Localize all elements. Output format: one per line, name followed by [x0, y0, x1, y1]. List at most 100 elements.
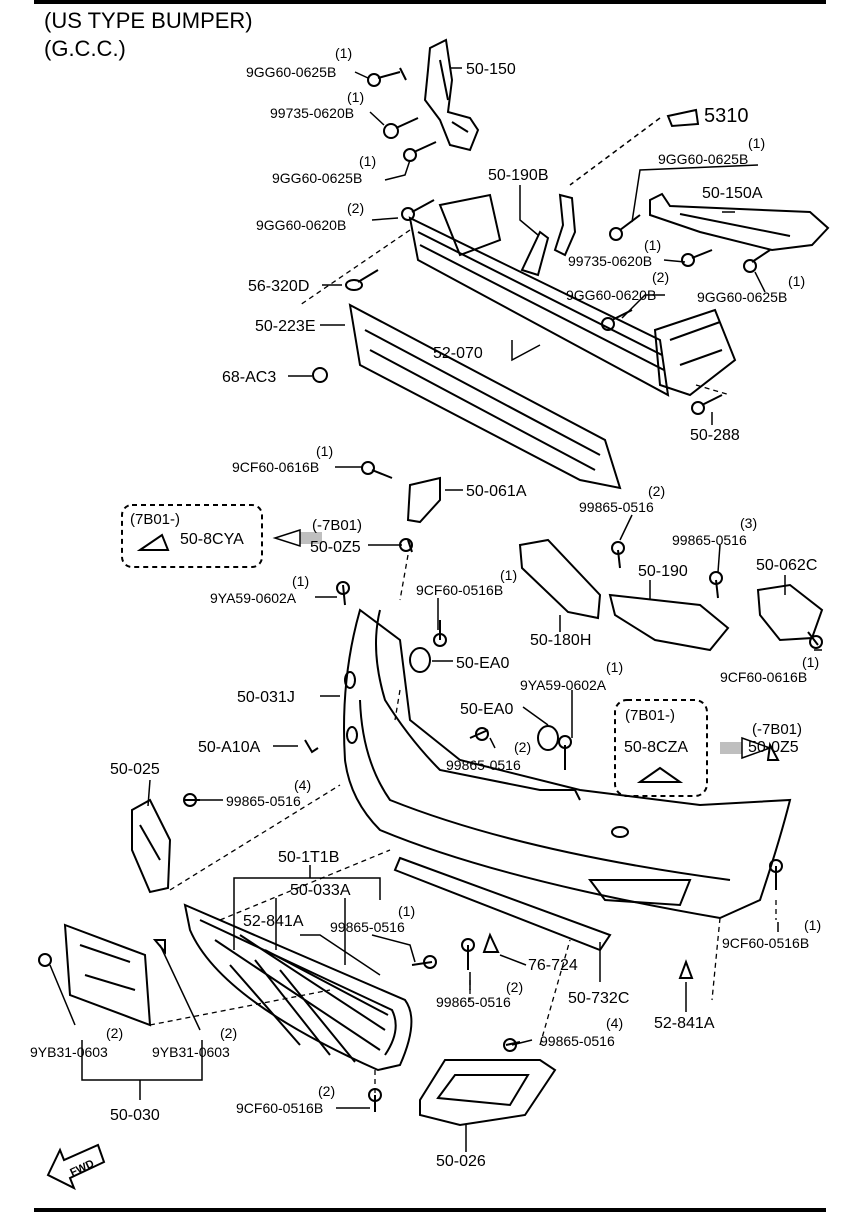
callout-50-a10a: 50-A10A: [198, 739, 261, 756]
svg-text:50-190: 50-190: [638, 563, 688, 580]
svg-text:99865-0516: 99865-0516: [446, 757, 521, 773]
callout-9gg60-0625b-mid: (1) 9GG60-0625B: [272, 153, 376, 186]
callout-9cf60-0516b-right: (1) 9CF60-0516B: [722, 917, 821, 951]
svg-text:9YA59-0602A: 9YA59-0602A: [520, 677, 607, 693]
callout-9cf60-0616b-top: (1) 9CF60-0616B: [232, 443, 333, 475]
svg-text:(4): (4): [294, 777, 311, 793]
callout-9gg60-0625b-lower-right: (1) 9GG60-0625B: [697, 273, 805, 305]
svg-text:(2): (2): [106, 1025, 123, 1041]
callout-50-030: 50-030: [110, 1107, 160, 1124]
bracket-50-180h-drawing: [518, 538, 602, 620]
svg-text:9GG60-0620B: 9GG60-0620B: [256, 217, 346, 233]
svg-text:50-030: 50-030: [110, 1107, 160, 1124]
bolt-icon: [433, 620, 447, 647]
callout-50-0z5-upper: 50-0Z5: [310, 539, 361, 556]
bolt-icon: [691, 394, 723, 415]
callout-52-841a-upper: 52-841A: [243, 913, 304, 930]
svg-text:99865-0516: 99865-0516: [330, 919, 405, 935]
bottom-rule: [34, 1208, 826, 1212]
svg-text:76-724: 76-724: [528, 957, 578, 974]
svg-text:52-841A: 52-841A: [654, 1015, 715, 1032]
svg-text:(1): (1): [748, 135, 765, 151]
svg-text:9YB31-0603: 9YB31-0603: [152, 1044, 230, 1060]
bolt-icon: [681, 249, 713, 267]
svg-text:50-A10A: 50-A10A: [198, 739, 261, 756]
supersede-arrow-upper: [272, 528, 322, 548]
callout-50-223e: 50-223E: [255, 318, 316, 335]
svg-text:50-0Z5: 50-0Z5: [748, 739, 799, 756]
callout-9yb31-0603-left: (2) 9YB31-0603: [30, 1025, 123, 1060]
variant-note-lower: (-7B01): [752, 721, 802, 738]
svg-text:9GG60-0625B: 9GG60-0625B: [697, 289, 787, 305]
grommet-icon: [409, 647, 431, 673]
svg-text:(2): (2): [347, 200, 364, 216]
bracket-50-150-drawing: [423, 38, 480, 152]
bolt-icon: [469, 727, 489, 741]
callout-5310: 5310: [704, 105, 749, 127]
bolt-icon: [558, 735, 572, 770]
callout-50-732c: 50-732C: [568, 990, 629, 1007]
bolt-icon: [609, 214, 641, 241]
bolt-icon: [503, 1038, 521, 1052]
svg-text:50-062C: 50-062C: [756, 557, 817, 574]
svg-text:(2): (2): [652, 269, 669, 285]
svg-text:99865-0516: 99865-0516: [672, 532, 747, 548]
svg-text:(1): (1): [500, 567, 517, 583]
callout-9cf60-0516b-bottom: (2) 9CF60-0516B: [236, 1083, 335, 1116]
callout-9cf60-0516b-mid: (1) 9CF60-0516B: [416, 567, 517, 598]
svg-text:99865-0516: 99865-0516: [226, 793, 301, 809]
callout-99735-0620b-top: (1) 99735-0620B: [270, 89, 364, 121]
callout-52-070: 52-070: [433, 345, 483, 362]
callout-50-031j: 50-031J: [237, 689, 295, 706]
svg-text:9CF60-0516B: 9CF60-0516B: [722, 935, 809, 951]
svg-text:50-150: 50-150: [466, 61, 516, 78]
callout-56-320d: 56-320D: [248, 278, 309, 295]
callout-99865-0516-3: (3) 99865-0516: [672, 515, 757, 548]
diagram-subtitle: (G.C.C.): [44, 36, 126, 61]
svg-text:(2): (2): [220, 1025, 237, 1041]
callout-99865-0516-2a: (2) 99865-0516: [579, 483, 665, 515]
bolt-icon: [383, 117, 419, 139]
bolt-icon: [743, 249, 771, 273]
svg-text:50-190B: 50-190B: [488, 167, 549, 184]
svg-text:(1): (1): [644, 237, 661, 253]
svg-text:9YA59-0602A: 9YA59-0602A: [210, 590, 297, 606]
svg-text:99735-0620B: 99735-0620B: [568, 253, 652, 269]
svg-text:(2): (2): [318, 1083, 335, 1099]
nut-icon: [312, 367, 328, 383]
callout-68-ac3: 68-AC3: [222, 369, 276, 386]
supersede-arrow-lower: [720, 736, 773, 760]
svg-text:50-026: 50-026: [436, 1153, 486, 1170]
svg-text:50-025: 50-025: [110, 761, 160, 778]
svg-text:99735-0620B: 99735-0620B: [270, 105, 354, 121]
svg-text:50-1T1B: 50-1T1B: [278, 849, 339, 866]
svg-text:(1): (1): [788, 273, 805, 289]
variant-note-upper: (-7B01): [312, 517, 362, 534]
svg-text:(1): (1): [804, 917, 821, 933]
svg-text:50-033A: 50-033A: [290, 882, 351, 899]
callout-50-061a: 50-061A: [466, 483, 527, 500]
callout-50-0z5-lower: 50-0Z5: [748, 739, 799, 756]
svg-text:(1): (1): [292, 573, 309, 589]
clip-icon: [678, 959, 694, 979]
fog-bezel-drawing: [419, 1059, 557, 1127]
clip-icon: [304, 739, 319, 754]
callout-99735-0620b-right: (1) 99735-0620B: [568, 237, 661, 269]
clip-icon: [482, 932, 500, 953]
svg-text:(4): (4): [606, 1015, 623, 1031]
svg-text:(1): (1): [335, 45, 352, 61]
svg-text:(1): (1): [359, 153, 376, 169]
screw-icon: [38, 953, 52, 967]
callout-50-8cya: 50-8CYA: [180, 531, 244, 548]
callout-50-033a: 50-033A: [290, 882, 351, 899]
diagram-title: (US TYPE BUMPER): [44, 8, 253, 33]
svg-text:50-288: 50-288: [690, 427, 740, 444]
variant-box-lower: (7B01-): [614, 699, 708, 797]
bolt-icon: [183, 793, 200, 807]
callout-9gg60-0620b-right: (2) 9GG60-0620B: [566, 269, 669, 303]
svg-text:9GG60-0625B: 9GG60-0625B: [246, 64, 336, 80]
callout-50-ea0-lower: 50-EA0: [460, 701, 513, 718]
bracket-50-190b-drawing: [520, 193, 577, 277]
callout-50-150: 50-150: [466, 61, 516, 78]
